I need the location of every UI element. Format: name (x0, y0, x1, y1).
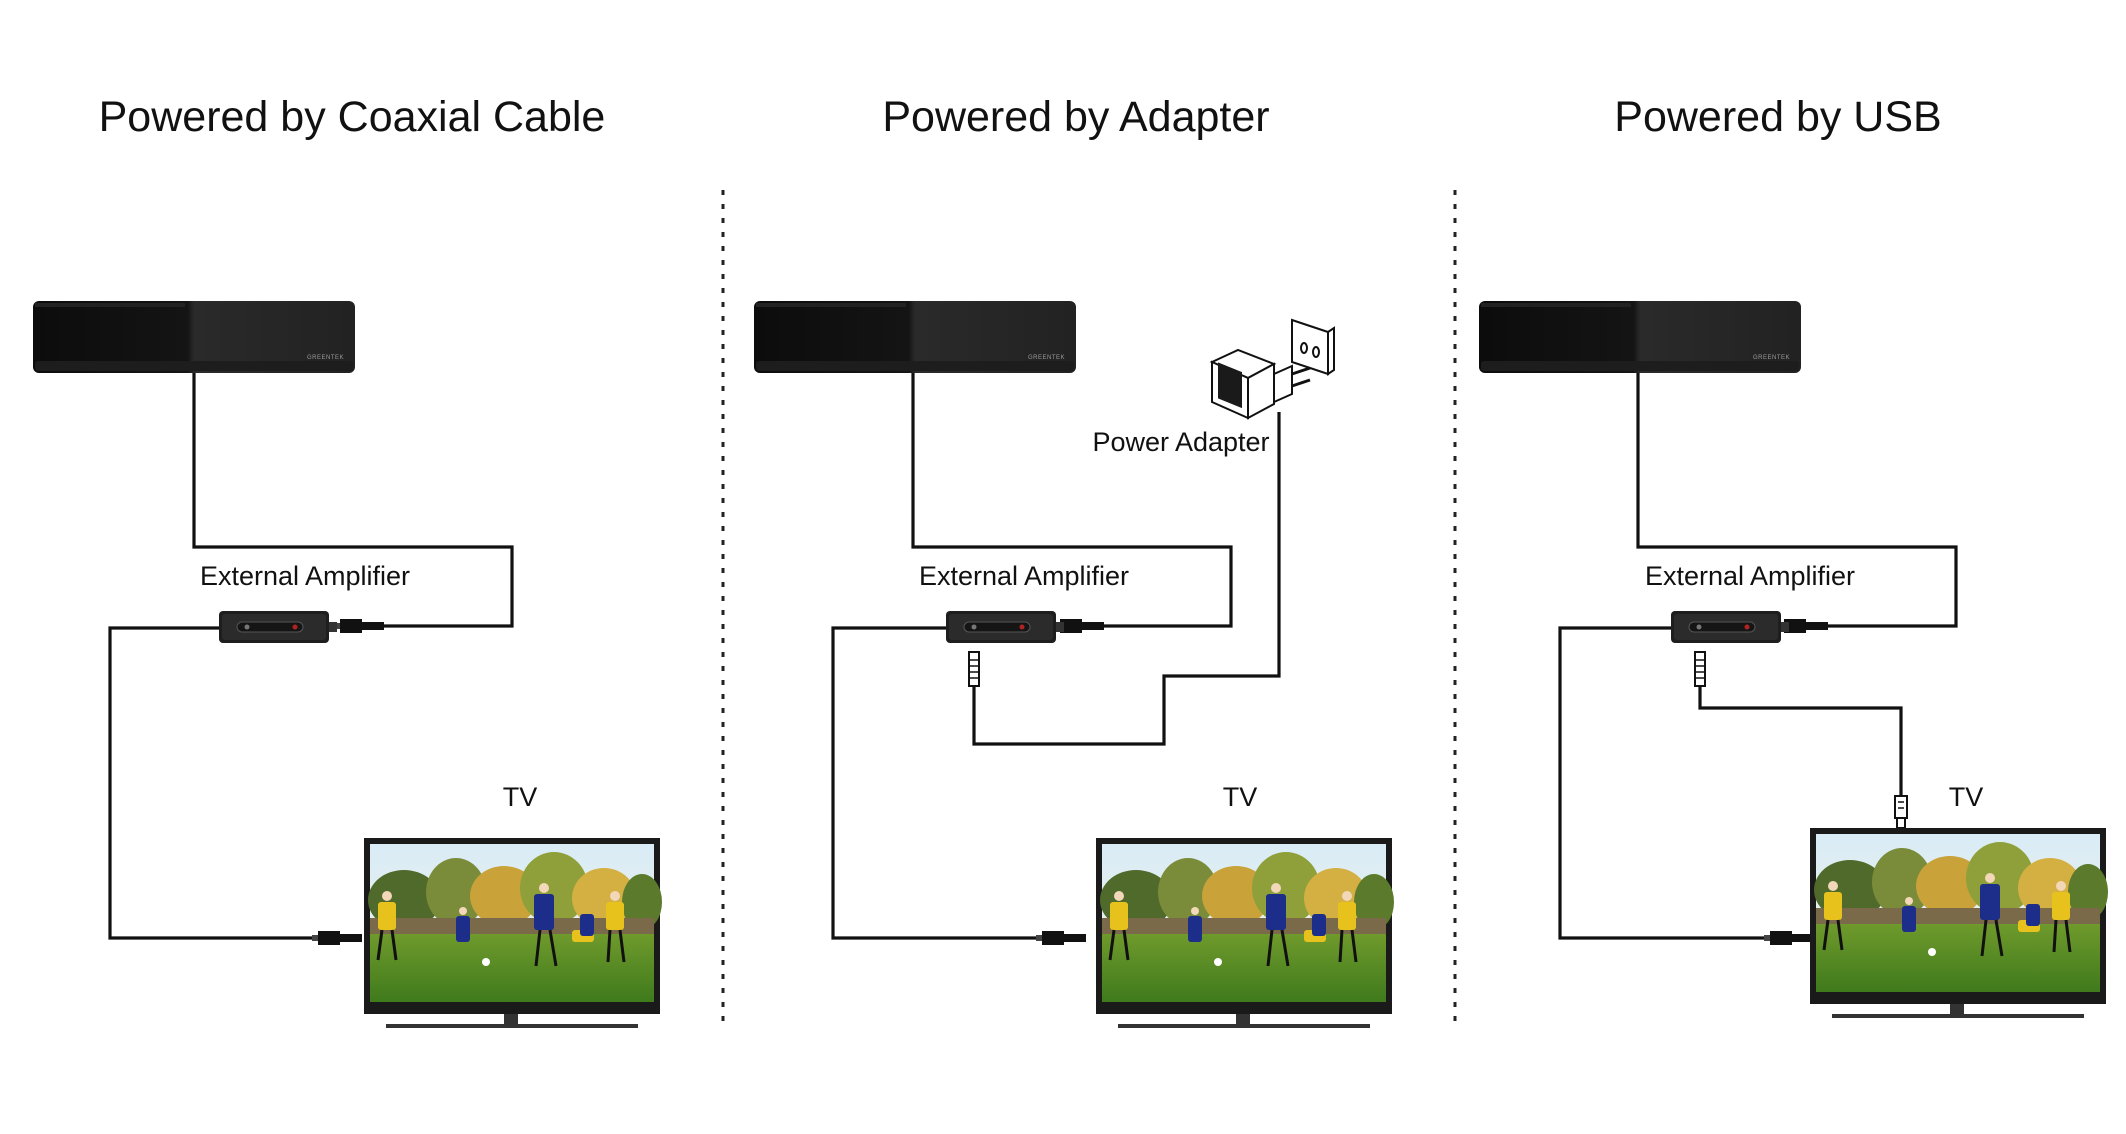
tv-label: TV (503, 782, 538, 812)
antenna-icon: GREENTEK (1479, 301, 1801, 373)
tv-cable (1558, 626, 1770, 940)
antenna-cable (192, 373, 514, 628)
amplifier-label: External Amplifier (1645, 561, 1855, 591)
antenna-brand: GREENTEK (1028, 355, 1065, 361)
panel-adapter: GREENTEK External Amplifier Power Adapte… (754, 301, 1396, 1030)
amplifier-label: External Amplifier (200, 561, 410, 591)
tv-icon (1094, 836, 1396, 1030)
antenna-icon: GREENTEK (754, 301, 1076, 373)
panel-1-title: Powered by Coaxial Cable (99, 93, 606, 141)
tv-coax-plug (1036, 931, 1086, 945)
antenna-brand: GREENTEK (307, 355, 344, 361)
amplifier-icon (218, 610, 338, 644)
amplifier-label: External Amplifier (919, 561, 1129, 591)
tv-coax-plug (1764, 931, 1814, 945)
tv-label: TV (1223, 782, 1258, 812)
power-adapter-label: Power Adapter (1092, 427, 1269, 457)
usb-plug-icon (1894, 795, 1908, 829)
panel-3-title: Powered by USB (1614, 93, 1941, 141)
adapter-cable (972, 412, 1281, 746)
tv-coax-plug (312, 931, 362, 945)
usb-cable (1698, 686, 1903, 796)
panel-usb: GREENTEK External Amplifier TV (1479, 301, 2110, 1020)
tv-cable (831, 626, 1042, 940)
antenna-cable (1636, 373, 1958, 628)
amplifier-icon (945, 610, 1065, 644)
antenna-cable (911, 373, 1233, 628)
coax-plug (334, 619, 384, 633)
usb-cable-plug (1694, 651, 1706, 687)
panel-2-title: Powered by Adapter (882, 93, 1269, 141)
antenna-icon: GREENTEK (33, 301, 355, 373)
tv-icon (362, 836, 664, 1030)
antenna-brand: GREENTEK (1753, 355, 1790, 361)
amplifier-icon (1670, 610, 1790, 644)
tv-label: TV (1949, 782, 1984, 812)
panel-coaxial: GREENTEK External Amplifier TV (33, 301, 664, 1030)
dc-plug (968, 651, 980, 687)
tv-icon (1808, 826, 2110, 1020)
tv-cable (108, 626, 318, 940)
